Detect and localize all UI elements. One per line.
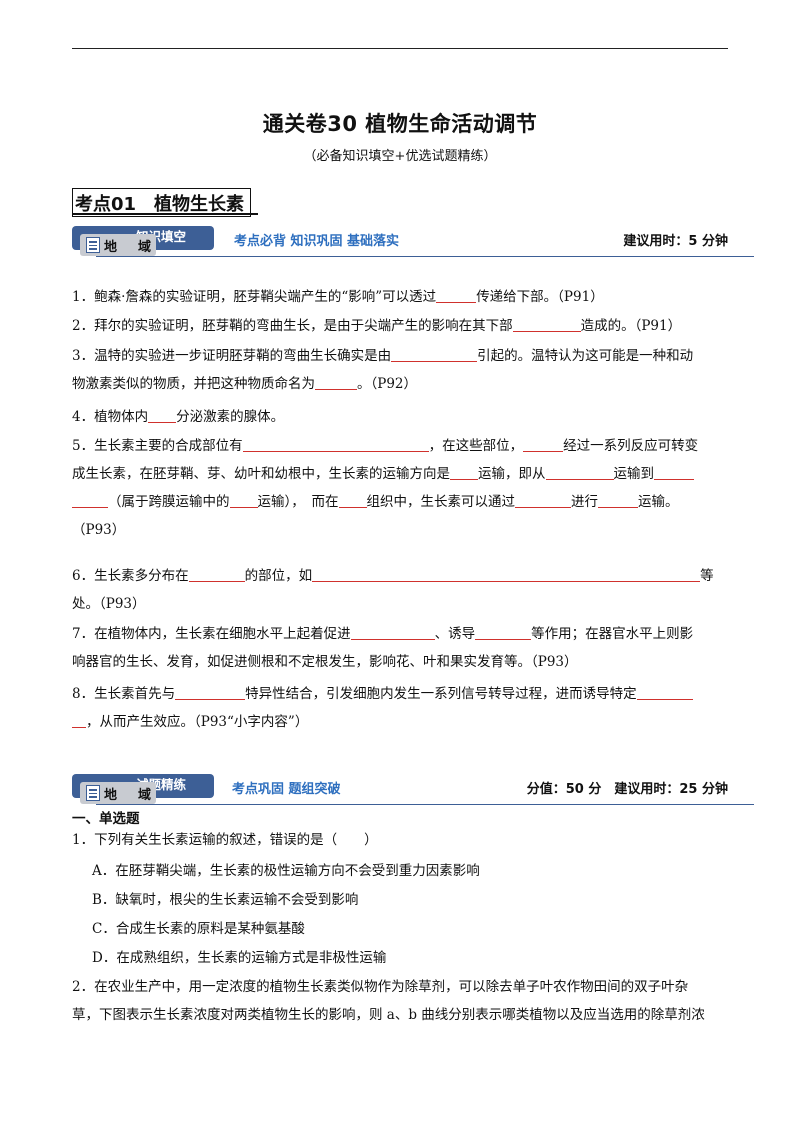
- fill-question-4: 4．植物体内分泌激素的腺体。: [72, 403, 728, 431]
- blank[interactable]: [545, 463, 614, 480]
- banner-score-time: 分值：50 分 建议用时：25 分钟: [526, 782, 728, 797]
- blank[interactable]: [175, 683, 246, 700]
- topic-underline: [72, 213, 258, 215]
- blank[interactable]: [229, 491, 258, 508]
- banner-rule: [96, 804, 754, 805]
- fill-question-6: 6．生长素多分布在的部位，如等 处。（P93）: [72, 562, 728, 618]
- blank[interactable]: [512, 315, 581, 332]
- banner-subtitle: 考点必背 知识巩固 基础落实: [234, 234, 400, 249]
- blank[interactable]: [523, 435, 564, 452]
- blank[interactable]: [188, 565, 245, 582]
- blank[interactable]: [148, 406, 177, 423]
- blank[interactable]: [242, 435, 429, 452]
- blank[interactable]: [475, 623, 532, 640]
- blank[interactable]: [312, 565, 701, 582]
- blank[interactable]: [636, 683, 693, 700]
- blank[interactable]: [350, 623, 435, 640]
- fill-question-2: 2．拜尔的实验证明，胚芽鞘的弯曲生长，是由于尖端产生的影响在其下部造成的。（P9…: [72, 312, 728, 340]
- blank[interactable]: [598, 491, 638, 508]
- blank[interactable]: [515, 491, 571, 508]
- option-c[interactable]: C．合成生长素的原料是某种氨基酸: [92, 921, 305, 937]
- mcq-question-2: 2．在农业生产中，用一定浓度的植物生长素类似物作为除草剂，可以除去单子叶农作物田…: [72, 979, 705, 1023]
- section-banner-fill: 知识填空 地 域 考点必背 知识巩固 基础落实 建议用时：5 分钟: [72, 226, 754, 260]
- option-d[interactable]: D．在成熟组织，生长素的运输方式是非极性运输: [92, 950, 387, 966]
- fill-question-7: 7．在植物体内，生长素在细胞水平上起着促进、诱导等作用；在器官水平上则影 响器官…: [72, 620, 728, 676]
- blank[interactable]: [338, 491, 367, 508]
- page-title: 通关卷30 植物生命活动调节: [262, 112, 538, 136]
- document-icon: [86, 785, 100, 801]
- option-a[interactable]: A．在胚芽鞘尖端，生长素的极性运输方向不会受到重力因素影响: [92, 863, 480, 879]
- fill-question-1: 1．鲍森·詹森的实验证明，胚芽鞘尖端产生的“影响”可以透过传递给下部。（P91）: [72, 283, 728, 311]
- section-heading-single-choice: 一、单选题: [72, 811, 140, 827]
- banner-rule: [96, 256, 754, 257]
- topic-heading: 考点01 植物生长素: [72, 188, 252, 217]
- banner-subtitle: 考点巩固 题组突破: [232, 782, 341, 797]
- blank[interactable]: [391, 345, 478, 362]
- blank[interactable]: [450, 463, 478, 480]
- banner-grey-label: 地 域: [104, 240, 156, 255]
- blank[interactable]: [436, 286, 477, 303]
- fill-question-8: 8．生长素首先与特异性结合，引发细胞内发生一系列信号转导过程，进而诱导特定 ，从…: [72, 680, 728, 736]
- blank[interactable]: [72, 711, 86, 728]
- blank[interactable]: [72, 491, 108, 508]
- banner-suggested-time: 建议用时：5 分钟: [623, 234, 728, 249]
- fill-question-3: 3．温特的实验进一步证明胚芽鞘的弯曲生长确实是由引起的。温特认为这可能是一种和动…: [72, 342, 728, 398]
- fill-question-5: 5．生长素主要的合成部位有，在这些部位，经过一系列反应可转变 成生长素，在胚芽鞘…: [72, 432, 728, 544]
- blank[interactable]: [315, 373, 357, 390]
- page-subtitle: （必备知识填空+优选试题精练）: [303, 149, 497, 164]
- document-icon: [86, 237, 100, 253]
- header-rule: [72, 48, 728, 49]
- blank[interactable]: [654, 463, 694, 480]
- banner-grey-label: 地 域: [104, 788, 156, 803]
- mcq-question-1: 1．下列有关生长素运输的叙述，错误的是（ ）: [72, 832, 378, 848]
- section-banner-practice: 试题精练 地 域 考点巩固 题组突破 分值：50 分 建议用时：25 分钟: [72, 774, 754, 808]
- option-b[interactable]: B．缺氧时，根尖的生长素运输不会受到影响: [92, 892, 359, 908]
